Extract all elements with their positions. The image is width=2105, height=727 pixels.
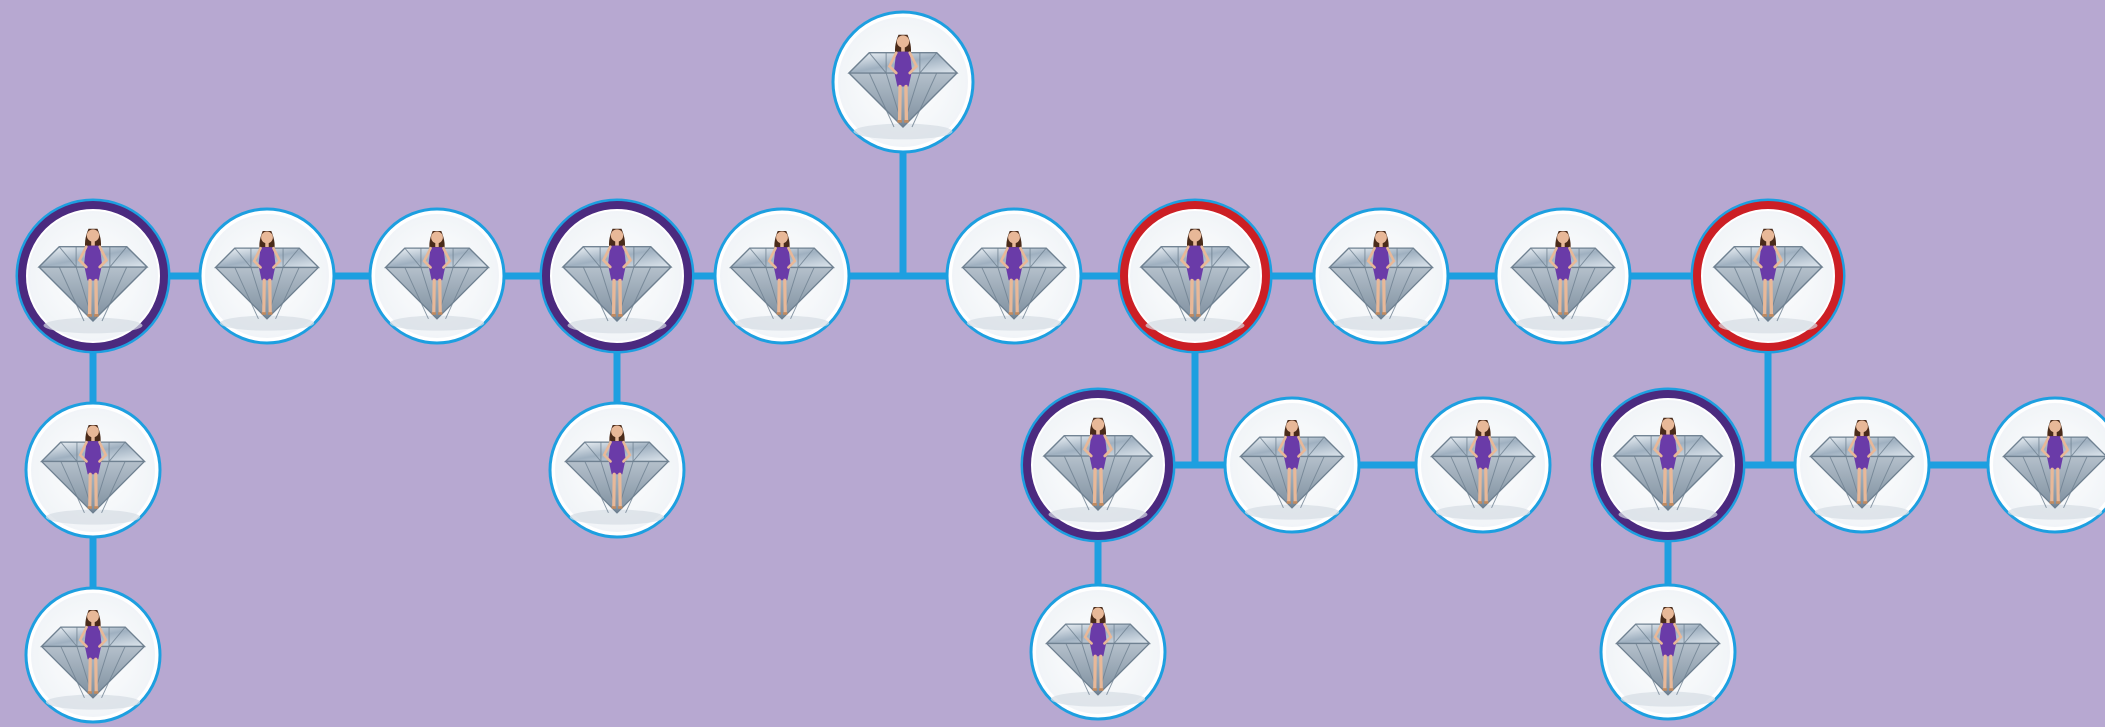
woman-figure-icon [601, 228, 633, 317]
woman-figure-icon [78, 425, 108, 509]
diamond-icon [1615, 607, 1721, 707]
branch-node[interactable] [1223, 396, 1361, 534]
branch-node[interactable] [1793, 396, 1931, 534]
diamond-icon [961, 231, 1067, 331]
woman-figure-icon [1179, 228, 1211, 317]
diamond-icon [1809, 420, 1915, 520]
woman-figure-icon [1652, 417, 1684, 506]
diamond-icon [1510, 231, 1616, 331]
woman-figure-icon [78, 610, 108, 694]
woman-figure-icon [77, 228, 109, 317]
branch-node[interactable] [1029, 583, 1167, 721]
branch-node[interactable] [1590, 387, 1746, 543]
node-group [15, 10, 2105, 724]
top-row-node[interactable] [945, 207, 1083, 345]
woman-figure-icon [1847, 420, 1877, 504]
diamond-icon [847, 34, 959, 140]
purple-ring [1023, 390, 1173, 540]
woman-figure-icon [1277, 420, 1307, 504]
top-row-node[interactable] [1312, 207, 1450, 345]
woman-figure-icon [252, 231, 282, 315]
woman-figure-icon [1752, 228, 1784, 317]
diamond-icon [1239, 420, 1345, 520]
woman-figure-icon [602, 425, 632, 509]
diamond-icon [214, 231, 320, 331]
red-ring [1693, 201, 1843, 351]
branch-node[interactable] [548, 401, 686, 539]
woman-figure-icon [1548, 231, 1578, 315]
top-row-node[interactable] [198, 207, 336, 345]
diamond-icon [1045, 607, 1151, 707]
woman-figure-icon [1468, 420, 1498, 504]
woman-figure-icon [422, 231, 452, 315]
woman-figure-icon [999, 231, 1029, 315]
top-row-node[interactable] [15, 198, 171, 354]
root-node[interactable] [831, 10, 975, 154]
top-row-node[interactable] [368, 207, 506, 345]
top-row-node[interactable] [1690, 198, 1846, 354]
branch-node[interactable] [1414, 396, 1552, 534]
diamond-icon [1139, 228, 1251, 334]
purple-ring [542, 201, 692, 351]
purple-ring [18, 201, 168, 351]
diamond-icon [729, 231, 835, 331]
top-row-node[interactable] [713, 207, 851, 345]
top-row-node[interactable] [1117, 198, 1273, 354]
woman-figure-icon [1082, 417, 1114, 506]
woman-figure-icon [1083, 607, 1113, 691]
woman-figure-icon [2040, 420, 2070, 504]
diamond-icon [1712, 228, 1824, 334]
diamond-icon [1328, 231, 1434, 331]
top-row-node[interactable] [539, 198, 695, 354]
branch-node[interactable] [24, 586, 162, 724]
woman-figure-icon [767, 231, 797, 315]
diamond-icon [1612, 417, 1724, 523]
woman-figure-icon [887, 34, 919, 123]
diamond-icon [2002, 420, 2105, 520]
branch-node[interactable] [24, 401, 162, 539]
diamond-icon [1042, 417, 1154, 523]
diamond-icon [37, 228, 149, 334]
red-ring [1120, 201, 1270, 351]
branch-node[interactable] [1020, 387, 1176, 543]
diamond-icon [40, 610, 146, 710]
diamond-icon [384, 231, 490, 331]
branch-node[interactable] [1599, 583, 1737, 721]
diamond-icon [40, 425, 146, 525]
diamond-icon [564, 425, 670, 525]
top-row-node[interactable] [1494, 207, 1632, 345]
woman-figure-icon [1366, 231, 1396, 315]
purple-ring [1593, 390, 1743, 540]
branch-node[interactable] [1986, 396, 2105, 534]
diamond-icon [561, 228, 673, 334]
diamond-icon [1430, 420, 1536, 520]
woman-figure-icon [1653, 607, 1683, 691]
